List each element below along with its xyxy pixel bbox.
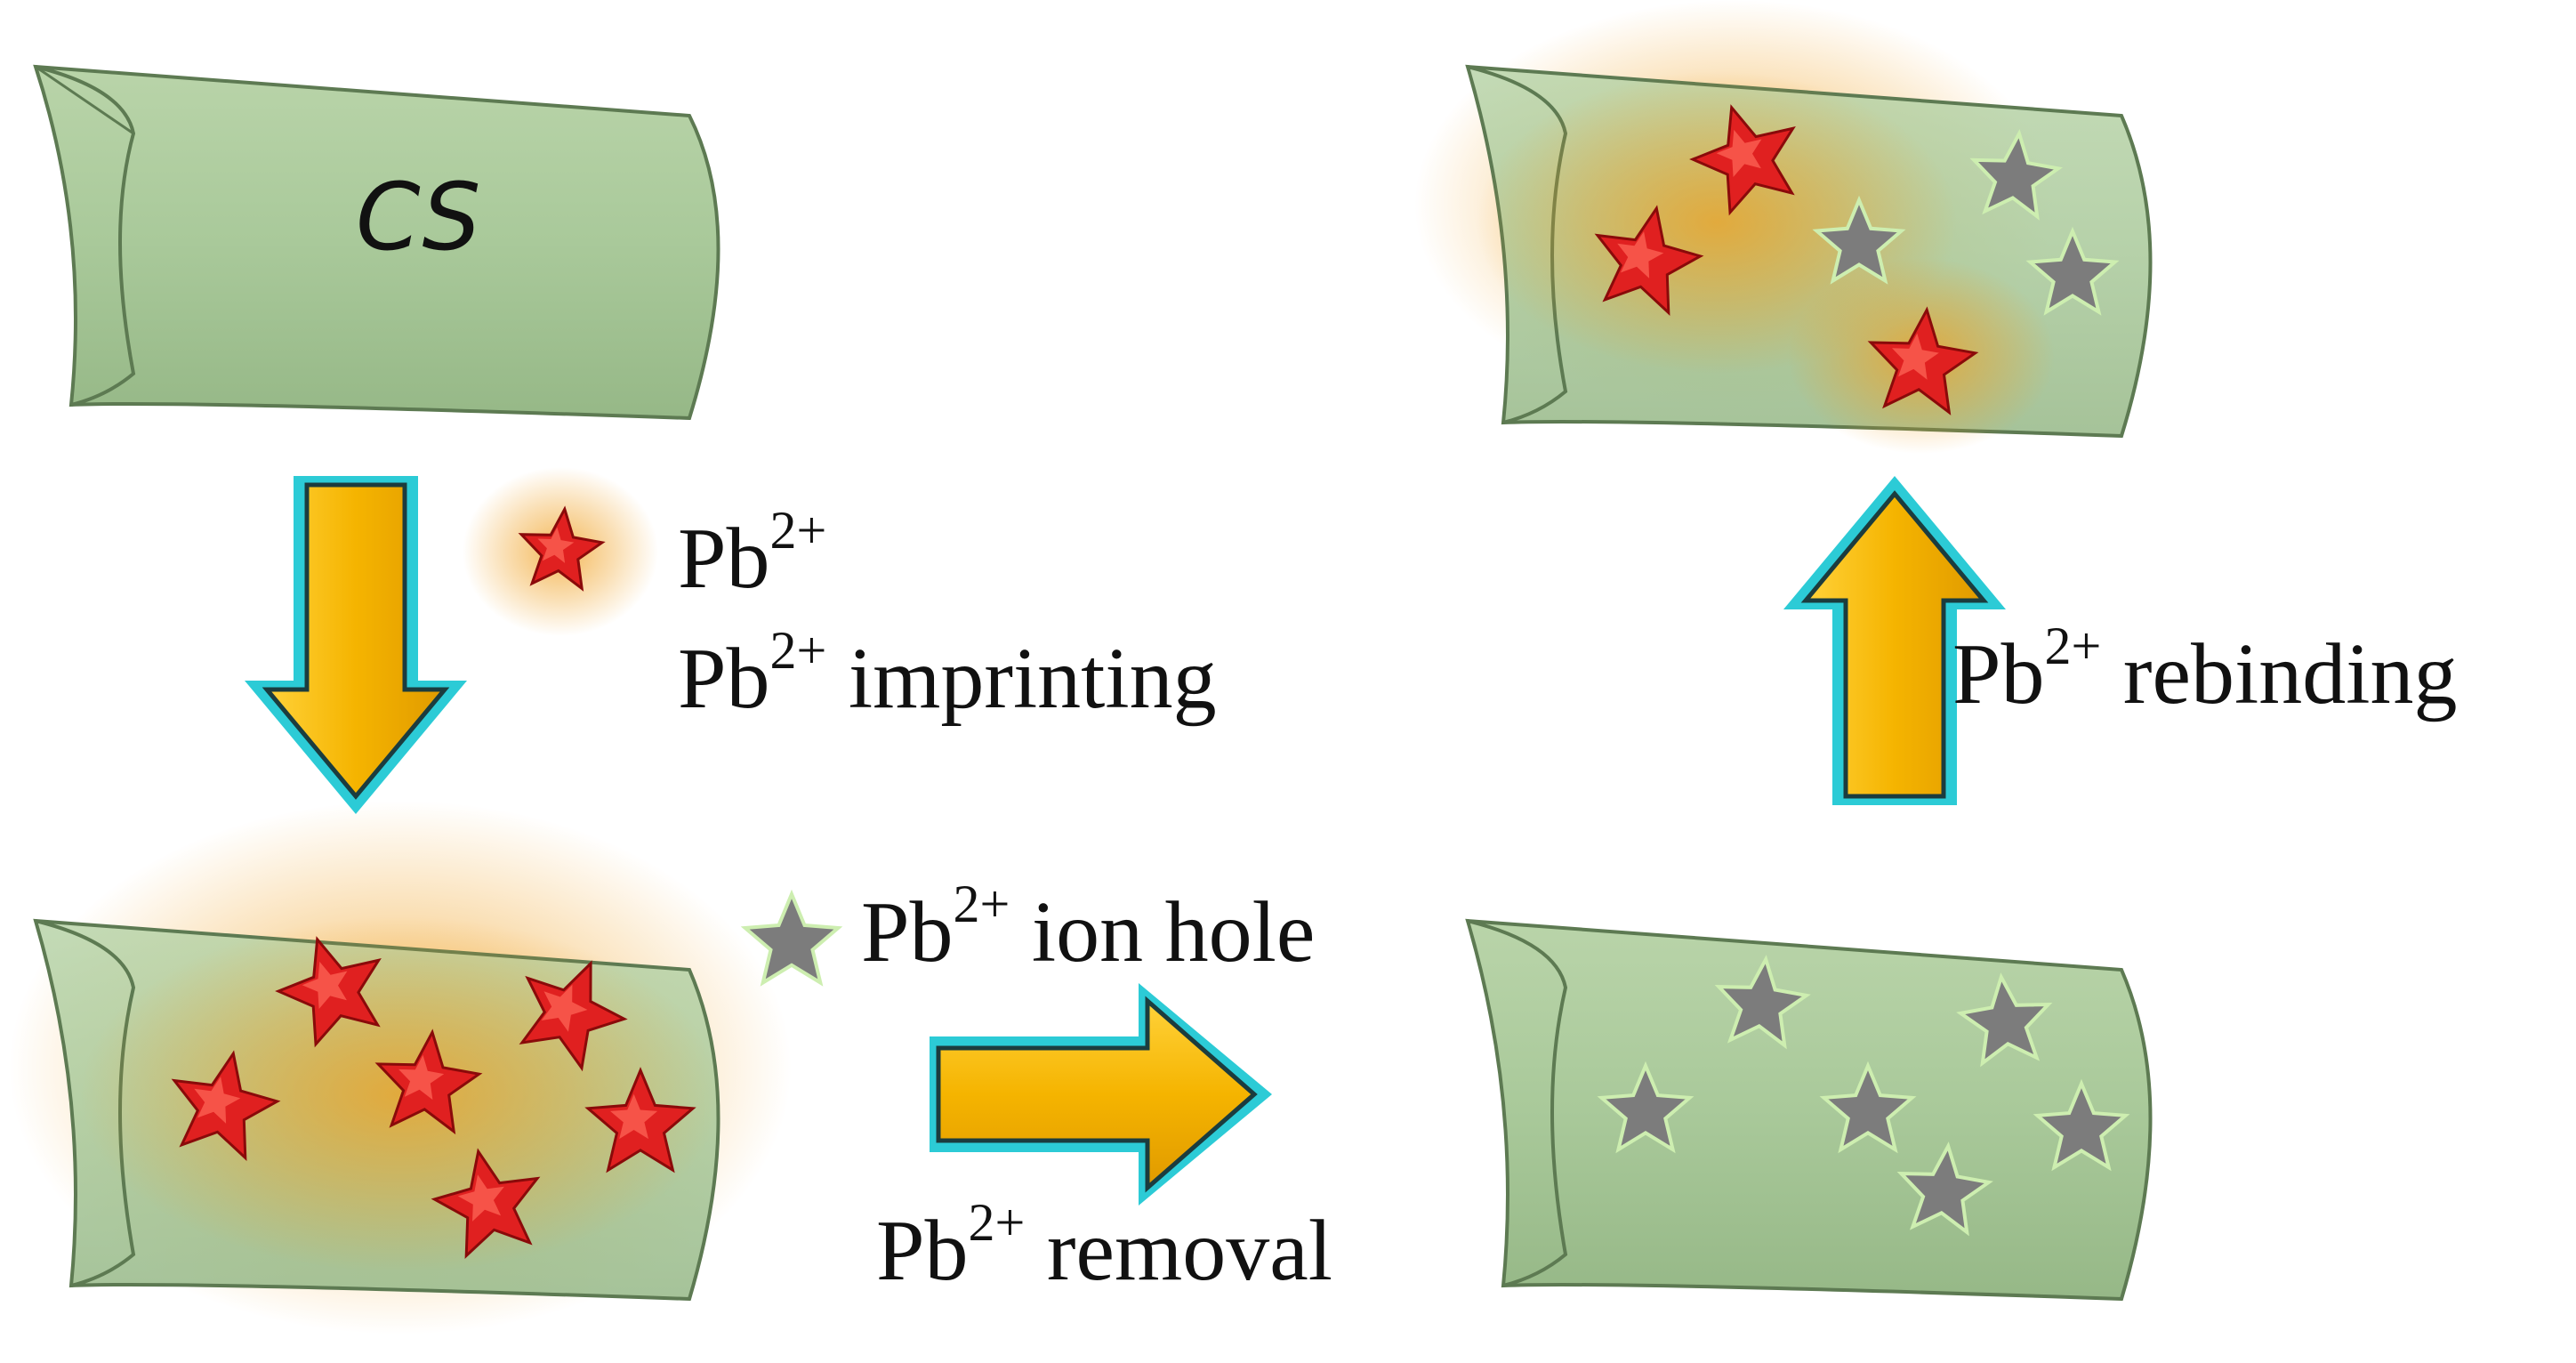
ion-hole-star-icon: [740, 889, 843, 987]
pb-ion-star-6-highlight: [457, 1174, 504, 1222]
ion-hole-stars: [1597, 955, 2130, 1237]
pb-ion-star-4-highlight: [541, 984, 588, 1032]
step-rebinding-label: Pb2+ rebinding: [1952, 617, 2457, 722]
removal-base: Pb: [876, 1203, 969, 1299]
arrow-right-removal: [930, 983, 1272, 1206]
ion-hole-star-2: [1714, 955, 1811, 1050]
tube-rebound: [1414, 0, 2153, 454]
ion-hole-star-5: [2033, 1078, 2130, 1172]
legend-ion-hole: Pb2+ ion hole: [740, 875, 1315, 987]
rebound-ion-star-2-highlight: [1716, 129, 1762, 177]
pb-ion-star-2-highlight: [302, 961, 348, 1009]
substrate-label: CS: [356, 163, 481, 271]
ion-hole-star: [740, 889, 843, 987]
arrow-down-imprinting: [245, 476, 467, 814]
ion-hole-star-4: [1956, 972, 2053, 1068]
rebound-hole-star-1: [1812, 195, 1906, 285]
rebinding-base: Pb: [1952, 626, 2045, 722]
rebinding-charge: 2+: [2045, 617, 2102, 675]
legend-pb-ion-label: Pb2+: [678, 501, 826, 607]
imprinting-suffix: imprinting: [826, 631, 1216, 727]
imprinting-charge: 2+: [770, 621, 827, 680]
removal-suffix: removal: [1025, 1203, 1332, 1299]
pb-ion-star-5-highlight: [610, 1093, 658, 1140]
rebound-stars: [1594, 104, 2120, 415]
legend-ion-charge: 2+: [770, 501, 827, 560]
imprinting-base: Pb: [678, 631, 770, 727]
removal-charge: 2+: [969, 1193, 1026, 1252]
step-imprinting-label: Pb2+ imprinting: [678, 621, 1217, 727]
tube-ion-holes: [1465, 918, 2153, 1302]
pb-ion-star-icon: [518, 505, 606, 592]
hole-suffix: ion hole: [1010, 884, 1315, 980]
rebound-ion-star-1-highlight: [1617, 231, 1664, 278]
pb-ion-star-4: [519, 960, 628, 1072]
rebound-hole-star-2: [1969, 129, 2063, 221]
step-removal-label: Pb2+ removal: [876, 1193, 1332, 1299]
rebound-hole-star-3: [2025, 226, 2120, 316]
legend-pb-ion: Pb2+: [463, 467, 826, 636]
legend-ion-base: Pb: [678, 511, 770, 607]
hole-charge: 2+: [954, 875, 1010, 933]
legend-ion-hole-label: Pb2+ ion hole: [861, 875, 1315, 980]
tube-imprinted: [9, 801, 792, 1335]
hole-base: Pb: [861, 884, 954, 980]
ion-hole-star-3: [1819, 1061, 1917, 1154]
rebinding-suffix: rebinding: [2101, 626, 2457, 722]
ion-hole-star-1: [1597, 1061, 1695, 1154]
pb-ion-star-1-highlight: [194, 1077, 241, 1124]
pb-ion-stars: [171, 936, 696, 1259]
ion-hole-star-6: [1896, 1141, 1993, 1237]
rebound-ion-star-3-highlight: [1892, 333, 1939, 380]
pb-ion-star-highlight: [537, 527, 575, 563]
arrow-up-rebinding: [1783, 476, 2006, 805]
tube-cs-bare: CS: [33, 64, 720, 421]
pb-ion-star-3-highlight: [398, 1054, 445, 1101]
